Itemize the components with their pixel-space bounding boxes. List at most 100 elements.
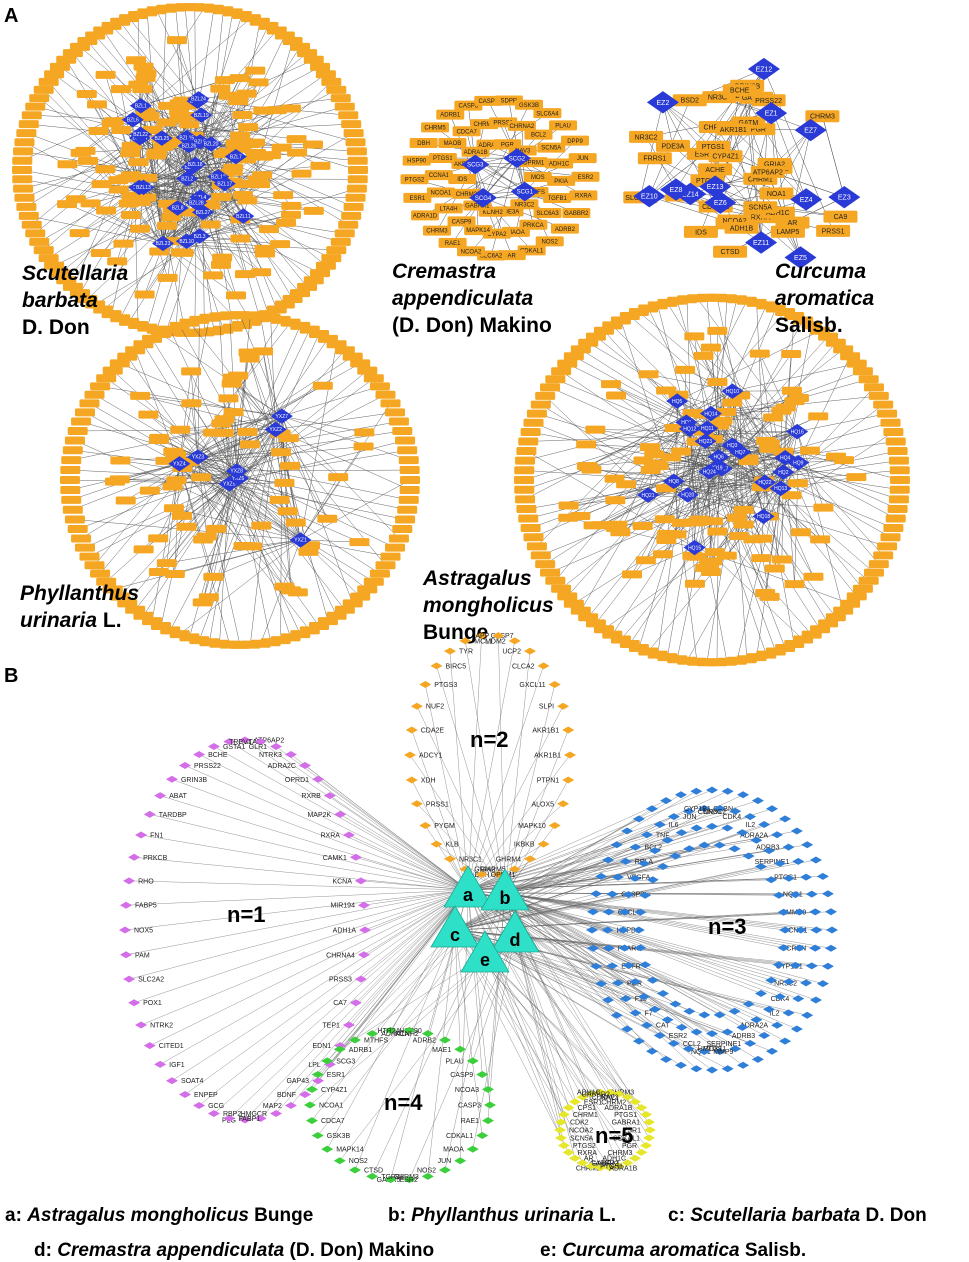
edge bbox=[416, 706, 506, 894]
cluster-target-node bbox=[751, 797, 764, 805]
target-node bbox=[540, 383, 561, 392]
edge bbox=[84, 478, 239, 548]
svg-text:HQ20: HQ20 bbox=[681, 493, 694, 499]
target-node bbox=[526, 409, 547, 418]
edge bbox=[160, 795, 469, 891]
cluster-target-node: GAP43 bbox=[286, 1077, 325, 1085]
edge bbox=[798, 356, 851, 463]
svg-text:IKBKB: IKBKB bbox=[514, 842, 535, 849]
edge bbox=[184, 765, 469, 891]
target-node bbox=[825, 613, 846, 622]
cluster-target-node bbox=[595, 980, 608, 988]
target-node bbox=[722, 398, 743, 407]
target-node: ADRA1D bbox=[410, 210, 439, 221]
compound-node: EZ10 bbox=[633, 184, 666, 208]
target-node bbox=[298, 547, 319, 556]
target-node bbox=[76, 89, 97, 98]
edge bbox=[71, 415, 282, 461]
cluster-target-node: GABRA1 bbox=[612, 1118, 656, 1127]
target-node bbox=[868, 560, 889, 569]
legend-e: e: Curcuma aromatica Salisb. bbox=[540, 1240, 806, 1262]
target-node bbox=[218, 394, 239, 403]
target-node bbox=[790, 528, 811, 537]
svg-text:ADRA1D: ADRA1D bbox=[413, 213, 438, 219]
svg-text:EZ8: EZ8 bbox=[670, 187, 683, 194]
target-node bbox=[397, 446, 418, 455]
svg-text:SOAT4: SOAT4 bbox=[181, 1078, 204, 1085]
svg-text:FN1: FN1 bbox=[150, 833, 163, 840]
target-node bbox=[237, 427, 258, 436]
cluster-target-node: RBP2 bbox=[207, 1110, 241, 1118]
compound-node: BZL7 bbox=[224, 148, 247, 165]
edge bbox=[504, 892, 617, 1016]
target-node bbox=[157, 273, 178, 282]
cluster-target-node: CITED1 bbox=[143, 1042, 184, 1050]
svg-text:EZ6: EZ6 bbox=[714, 200, 727, 207]
svg-text:AR: AR bbox=[508, 253, 517, 259]
target-node bbox=[101, 119, 122, 128]
target-node: LTA4H bbox=[434, 203, 463, 214]
compound-node: EZ4 bbox=[790, 188, 823, 211]
cluster-target-node: KLB bbox=[430, 840, 459, 849]
edge bbox=[281, 416, 353, 604]
svg-text:PRKCA: PRKCA bbox=[523, 223, 544, 229]
target-node bbox=[291, 169, 312, 178]
svg-text:PGR: PGR bbox=[501, 142, 515, 148]
edge bbox=[348, 889, 469, 1026]
svg-text:CDCA7: CDCA7 bbox=[321, 1118, 345, 1125]
svg-text:SCN5A: SCN5A bbox=[749, 205, 773, 212]
edge bbox=[198, 754, 469, 891]
target-node: CA9 bbox=[823, 210, 858, 223]
cluster-target-node: IL2 bbox=[745, 821, 771, 829]
svg-text:YXZ2: YXZ2 bbox=[269, 427, 282, 433]
cluster-target-node: JUN bbox=[438, 1157, 467, 1165]
target-node bbox=[576, 440, 597, 449]
cluster-target-node bbox=[721, 787, 734, 795]
svg-text:BZL20: BZL20 bbox=[204, 142, 219, 148]
cluster-target-node: CDK4 bbox=[722, 813, 757, 821]
cluster-target-node: OPRD1 bbox=[285, 775, 325, 784]
edge bbox=[467, 879, 772, 891]
cluster-target-node: PTGS2 bbox=[557, 1141, 596, 1150]
svg-text:LTA4H: LTA4H bbox=[440, 207, 458, 213]
svg-text:PDE3A: PDE3A bbox=[661, 143, 684, 150]
edge bbox=[732, 445, 748, 660]
edge bbox=[504, 892, 799, 999]
cluster-target-node: MIR194 bbox=[330, 901, 370, 910]
target-node bbox=[578, 338, 599, 347]
compound-node: HQ14 bbox=[699, 405, 722, 422]
target-node bbox=[535, 391, 556, 400]
edge bbox=[142, 88, 193, 168]
cluster-target-node bbox=[632, 815, 645, 823]
svg-text:MDM2: MDM2 bbox=[485, 638, 506, 645]
target-node bbox=[840, 599, 861, 608]
target-node bbox=[520, 428, 541, 437]
svg-text:ADRB3: ADRB3 bbox=[732, 1033, 755, 1040]
cluster-target-node: PTPN1 bbox=[537, 776, 575, 784]
edge bbox=[673, 481, 888, 547]
edge bbox=[237, 478, 262, 526]
cluster-target-node: HSPB1 bbox=[601, 926, 640, 935]
target-node: CHRM3 bbox=[805, 110, 840, 123]
target-clusters: ADH1ACHRNA4PRSS3CA7TEP1EDN1LPLGAP43BDNFM… bbox=[119, 632, 838, 1184]
edge bbox=[673, 394, 679, 482]
edge bbox=[144, 167, 193, 295]
target-node bbox=[57, 200, 78, 209]
target-node bbox=[863, 568, 884, 577]
edge bbox=[657, 305, 691, 429]
target-node bbox=[247, 175, 268, 184]
target-node bbox=[248, 78, 269, 87]
cluster-target-node bbox=[698, 1011, 711, 1019]
cluster-target-node: APP bbox=[475, 632, 505, 640]
cluster-target-node: RELA bbox=[619, 857, 653, 866]
target-node bbox=[84, 561, 105, 570]
target-node bbox=[880, 533, 901, 542]
edge bbox=[467, 889, 651, 1131]
target-node bbox=[342, 599, 363, 608]
edge bbox=[129, 889, 469, 980]
svg-text:PTGS2: PTGS2 bbox=[405, 177, 425, 183]
svg-text:CHRM1: CHRM1 bbox=[473, 122, 495, 128]
target-node bbox=[400, 476, 420, 484]
edge bbox=[744, 95, 807, 200]
svg-text:MOS: MOS bbox=[531, 175, 545, 181]
